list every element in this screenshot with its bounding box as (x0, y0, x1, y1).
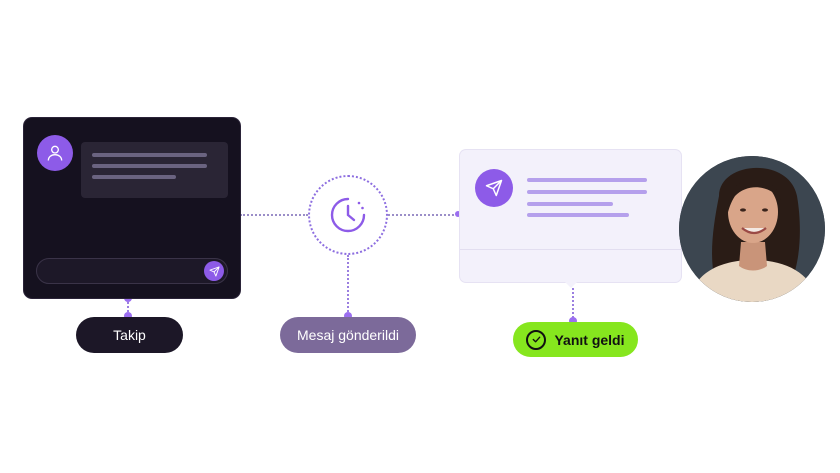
step-replied-pill: Yanıt geldi (513, 322, 638, 357)
step-follow-label: Takip (113, 327, 146, 343)
message-bubble (81, 142, 228, 198)
message-input[interactable] (36, 258, 228, 284)
connector-dot-mesaj (344, 312, 352, 320)
connector-dot-yanit (569, 317, 577, 325)
clock-icon (330, 197, 366, 233)
clock-step (308, 175, 388, 255)
step-follow-pill: Takip (76, 317, 183, 353)
send-icon (475, 169, 513, 207)
step-sent-pill: Mesaj gönderildi (280, 317, 416, 353)
connector-dot-takip-top (124, 294, 132, 302)
sent-message-card (460, 150, 681, 288)
step-sent-label: Mesaj gönderildi (297, 327, 399, 343)
send-icon[interactable] (204, 261, 224, 281)
avatar (679, 156, 825, 302)
connector-mesaj (347, 255, 349, 315)
check-circle-icon (526, 329, 547, 350)
connector-yanit (572, 288, 574, 318)
connector-takip (127, 298, 129, 316)
connector-line-left (240, 214, 308, 216)
connector-dot-takip-bottom (124, 312, 132, 320)
user-icon (37, 135, 73, 171)
step-replied-label: Yanıt geldi (554, 331, 625, 348)
chat-window-card (24, 118, 240, 298)
connector-dot (455, 211, 461, 217)
connector-line-right (388, 214, 458, 216)
